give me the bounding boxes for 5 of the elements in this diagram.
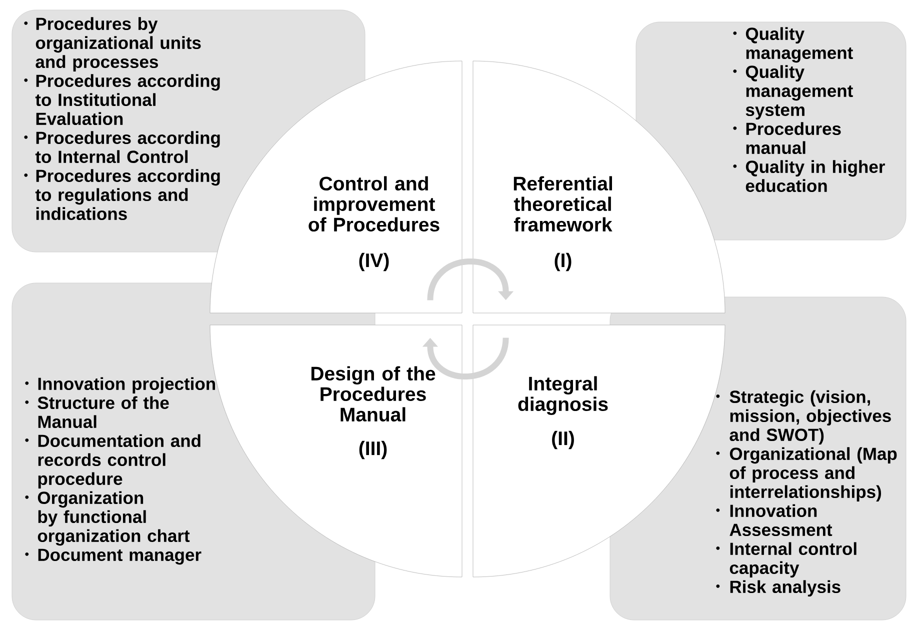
cycle-arrow <box>422 337 509 380</box>
text-box: Quality management Quality management system Procedures manual Quality in higher education <box>636 22 906 240</box>
cycle-arrow <box>427 258 514 301</box>
quadrant: Referential theoretical framework (I) <box>472 60 726 314</box>
quadrant: Integral diagnosis (II) <box>472 324 726 578</box>
